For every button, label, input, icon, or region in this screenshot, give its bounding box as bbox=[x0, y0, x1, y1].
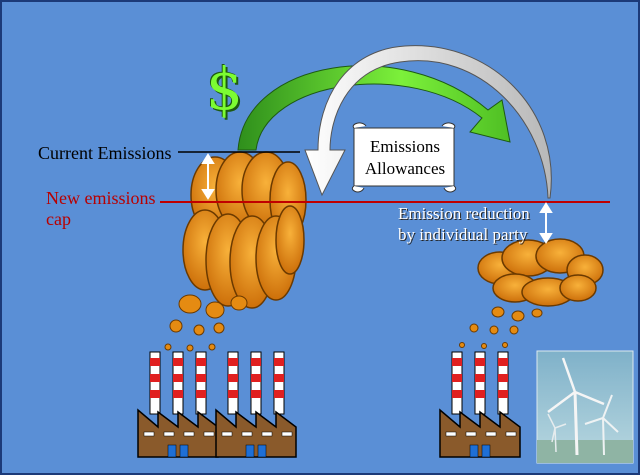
emissions-allowances-scroll-icon bbox=[351, 122, 457, 193]
wind-turbine-icon bbox=[536, 350, 634, 464]
allowances-line-1: Emissions bbox=[370, 137, 440, 156]
factory-icon-1 bbox=[137, 351, 219, 458]
right-reduction-arrow bbox=[539, 202, 553, 244]
new-emissions-cap-label: New emissions cap bbox=[46, 188, 156, 229]
new-cap-line-1: New emissions bbox=[46, 188, 156, 208]
emission-reduction-label: Emission reduction by individual party bbox=[398, 203, 530, 246]
left-smoke-puffs bbox=[164, 294, 248, 352]
reduced-emissions-smoke-cloud bbox=[477, 238, 604, 307]
factory-icon-3 bbox=[439, 351, 521, 458]
emissions-allowances-label: Emissions Allowances bbox=[359, 136, 451, 180]
left-reduction-arrow bbox=[201, 153, 215, 200]
current-emissions-smoke-cloud bbox=[182, 151, 307, 309]
allowance-flow-arrow bbox=[304, 45, 552, 199]
current-emissions-label: Current Emissions bbox=[38, 143, 172, 163]
allowances-line-2: Allowances bbox=[364, 159, 446, 179]
reduction-line-2: by individual party bbox=[398, 225, 528, 245]
money-flow-arrow bbox=[237, 65, 511, 151]
dollar-sign-icon: $ bbox=[206, 55, 243, 123]
right-smoke-puffs bbox=[459, 306, 543, 349]
factory-icon-2 bbox=[215, 351, 297, 458]
new-cap-line-2: cap bbox=[46, 208, 71, 229]
reduction-line-1: Emission reduction bbox=[398, 204, 530, 223]
